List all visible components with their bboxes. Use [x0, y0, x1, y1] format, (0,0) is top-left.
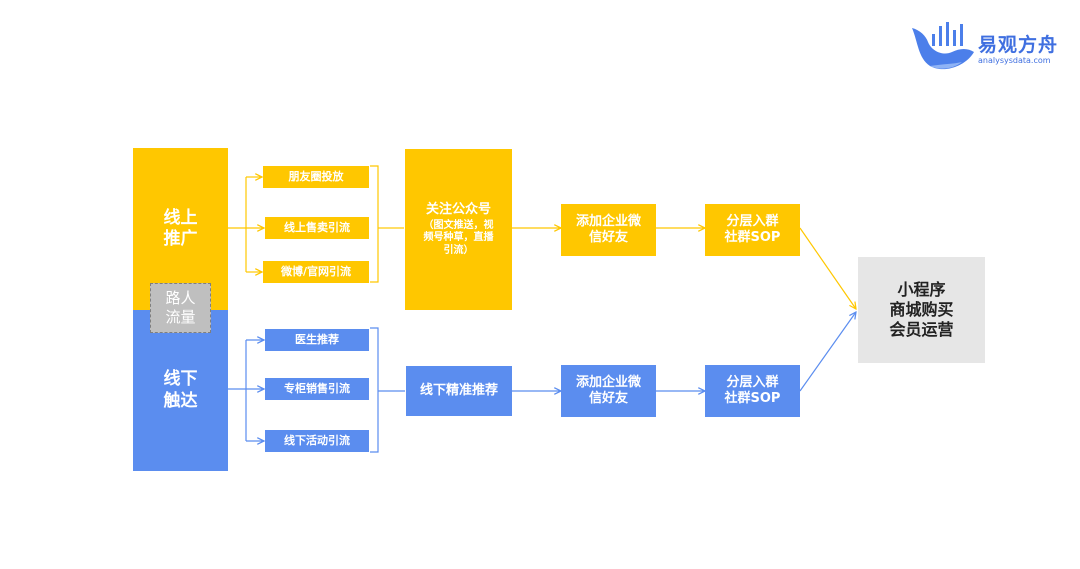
brand-name: 易观方舟	[978, 34, 1059, 56]
mini-program-mall-membership: 小程序 商城购买 会员运营	[858, 257, 985, 363]
online-add-wecom-friend: 添加企业微 信好友	[561, 204, 656, 256]
offline-tier-group-sop: 分层入群 社群SOP	[705, 365, 800, 417]
online-channel-moments: 朋友圈投放	[263, 166, 369, 188]
offline-channel-event: 线下活动引流	[265, 430, 369, 452]
follow-official-account-detail: （图文推送，视 频号种草，直播 引流）	[423, 219, 494, 256]
offline-add-wecom-friend: 添加企业微 信好友	[561, 365, 656, 417]
offline-channel-doctor: 医生推荐	[265, 329, 369, 351]
offline-channel-counter: 专柜销售引流	[265, 378, 369, 400]
online-channel-weibo: 微博/官网引流	[263, 261, 369, 283]
online-channel-ecommerce: 线上售卖引流	[265, 217, 369, 239]
passerby-traffic-badge: 路人 流量	[150, 283, 211, 333]
brand-url: analysysdata.com	[978, 56, 1051, 65]
offline-reach-block: 线下 触达	[133, 310, 228, 471]
offline-fanout-connector	[228, 312, 856, 453]
follow-official-account-block: 关注公众号 （图文推送，视 频号种草，直播 引流）	[405, 149, 512, 310]
whale-logo-icon	[912, 22, 974, 70]
follow-official-account-title: 关注公众号	[425, 201, 491, 217]
online-fanout-connector	[228, 165, 856, 309]
online-tier-group-sop: 分层入群 社群SOP	[705, 204, 800, 256]
offline-precision-recommend-block: 线下精准推荐	[406, 366, 512, 416]
